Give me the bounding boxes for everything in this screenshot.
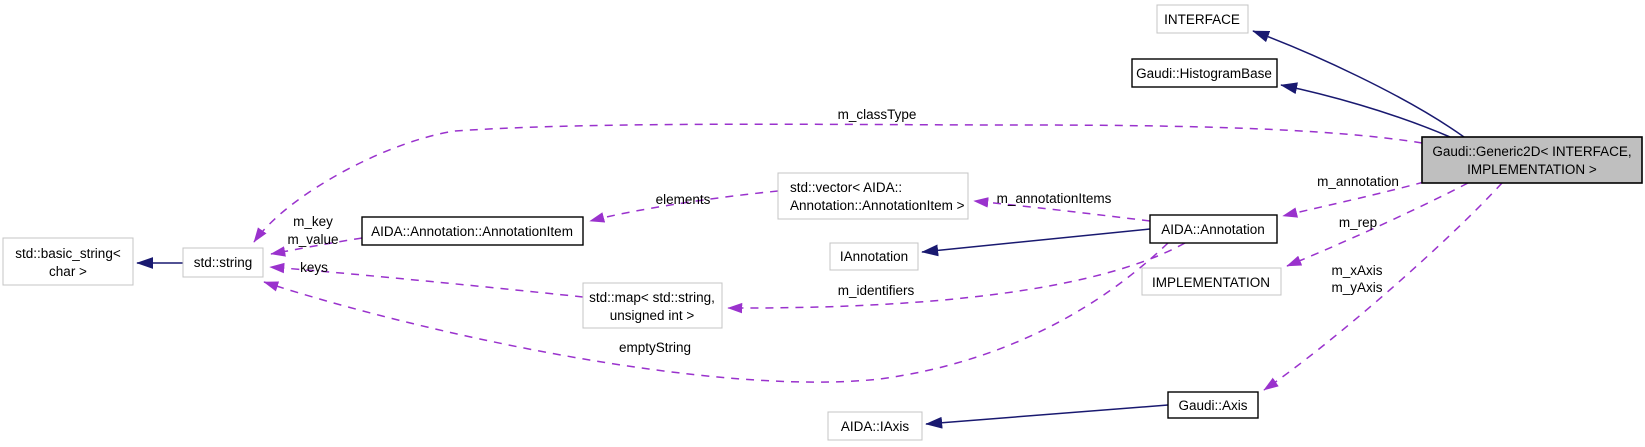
node-gaudi-axis[interactable]: Gaudi::Axis xyxy=(1167,391,1259,419)
node-interface: INTERFACE xyxy=(1156,4,1249,34)
node-gaudi-generic2d: Gaudi::Generic2D< INTERFACE, IMPLEMENTAT… xyxy=(1421,136,1643,184)
node-std-string: std::string xyxy=(182,247,264,278)
edge-label-m-classtype: m_classType xyxy=(838,107,917,122)
edge-usage-m-annotationitems xyxy=(973,197,1151,222)
node-iannotation-box xyxy=(829,242,919,271)
node-iannotation-label: IAnnotation xyxy=(840,249,908,264)
node-std-string-box xyxy=(182,247,264,278)
edge-label-m-value: m_value xyxy=(287,232,338,247)
edge-label-elements: elements xyxy=(656,192,711,207)
edge-label-keys: keys xyxy=(300,260,328,275)
edge-label-m-annotationitems: m_annotationItems xyxy=(997,191,1112,206)
edge-labels: m_classType m_key m_value keys elements … xyxy=(287,107,1398,355)
node-std-map-box xyxy=(582,282,723,329)
edge-usage-m-classtype xyxy=(253,123,1423,243)
node-gaudi-histogrambase[interactable]: Gaudi::HistogramBase xyxy=(1131,58,1278,88)
edge-label-m-annotation: m_annotation xyxy=(1317,174,1399,189)
node-std-string-label: std::string xyxy=(194,255,253,270)
edge-usage-elements xyxy=(589,190,779,223)
edge-usage-emptystring xyxy=(263,242,1169,383)
edge-usage-m-xaxis-yaxis xyxy=(1263,182,1503,391)
node-std-basic-string: std::basic_string< char > xyxy=(2,237,134,286)
edge-label-m-xaxis: m_xAxis xyxy=(1331,263,1382,278)
node-iannotation: IAnnotation xyxy=(829,242,919,271)
edge-inheritance-generic2d-histogrambase xyxy=(1280,82,1451,138)
node-std-basic-string-label-line2: char > xyxy=(49,264,87,279)
edge-usage-m-key-value xyxy=(270,237,363,257)
node-std-vector-annotationitem: std::vector< AIDA:: Annotation::Annotati… xyxy=(777,172,969,220)
edge-inheritance-annotation-iannotation xyxy=(921,228,1151,257)
node-gaudi-axis-label: Gaudi::Axis xyxy=(1178,398,1247,413)
node-std-basic-string-label-line1: std::basic_string< xyxy=(15,246,121,261)
node-aida-annotationitem[interactable]: AIDA::Annotation::AnnotationItem xyxy=(361,216,584,246)
node-aida-iaxis: AIDA::IAxis xyxy=(827,411,923,441)
edge-label-emptystring: emptyString xyxy=(619,340,691,355)
edge-inheritance-generic2d-interface xyxy=(1252,30,1465,138)
node-implementation-label: IMPLEMENTATION xyxy=(1152,275,1270,290)
node-gaudi-histogrambase-label: Gaudi::HistogramBase xyxy=(1136,66,1272,81)
node-std-vector-annotationitem-label-line2: Annotation::AnnotationItem > xyxy=(790,198,965,213)
node-gaudi-generic2d-label-line2: IMPLEMENTATION > xyxy=(1467,162,1597,177)
node-aida-iaxis-box xyxy=(827,411,923,441)
node-std-vector-annotationitem-label-line1: std::vector< AIDA:: xyxy=(790,180,902,195)
node-std-vector-annotationitem-box xyxy=(777,172,969,220)
node-gaudi-generic2d-box xyxy=(1421,136,1643,184)
node-aida-annotation-box[interactable] xyxy=(1149,214,1278,244)
edge-label-m-rep: m_rep xyxy=(1339,215,1377,230)
nodes: INTERFACE Gaudi::HistogramBase Gaudi::Ge… xyxy=(2,4,1643,441)
edge-label-m-yaxis: m_yAxis xyxy=(1331,280,1382,295)
edge-label-m-key: m_key xyxy=(293,214,333,229)
node-gaudi-histogrambase-box[interactable] xyxy=(1131,58,1278,88)
node-gaudi-generic2d-label-line1: Gaudi::Generic2D< INTERFACE, xyxy=(1432,144,1631,159)
edge-usage-m-rep xyxy=(1286,182,1469,267)
node-implementation: IMPLEMENTATION xyxy=(1141,267,1282,296)
edge-label-m-identifiers: m_identifiers xyxy=(838,283,915,298)
node-implementation-box xyxy=(1141,267,1282,296)
node-gaudi-axis-box[interactable] xyxy=(1167,391,1259,419)
edge-inheritance-axis-iaxis xyxy=(925,404,1169,429)
node-aida-iaxis-label: AIDA::IAxis xyxy=(841,419,910,434)
node-std-map: std::map< std::string, unsigned int > xyxy=(582,282,723,329)
node-aida-annotationitem-label: AIDA::Annotation::AnnotationItem xyxy=(371,224,573,239)
node-std-map-label-line2: unsigned int > xyxy=(610,308,695,323)
node-std-map-label-line1: std::map< std::string, xyxy=(589,290,715,305)
edge-usage-keys xyxy=(269,262,584,298)
node-std-basic-string-box xyxy=(2,237,134,286)
edges xyxy=(136,30,1503,429)
node-aida-annotation-label: AIDA::Annotation xyxy=(1161,222,1265,237)
edge-usage-m-annotation xyxy=(1282,181,1425,218)
node-interface-box xyxy=(1156,4,1249,34)
node-interface-label: INTERFACE xyxy=(1164,12,1240,27)
node-aida-annotation[interactable]: AIDA::Annotation xyxy=(1149,214,1278,244)
node-aida-annotationitem-box[interactable] xyxy=(361,216,584,246)
edge-usage-m-identifiers xyxy=(727,242,1186,314)
